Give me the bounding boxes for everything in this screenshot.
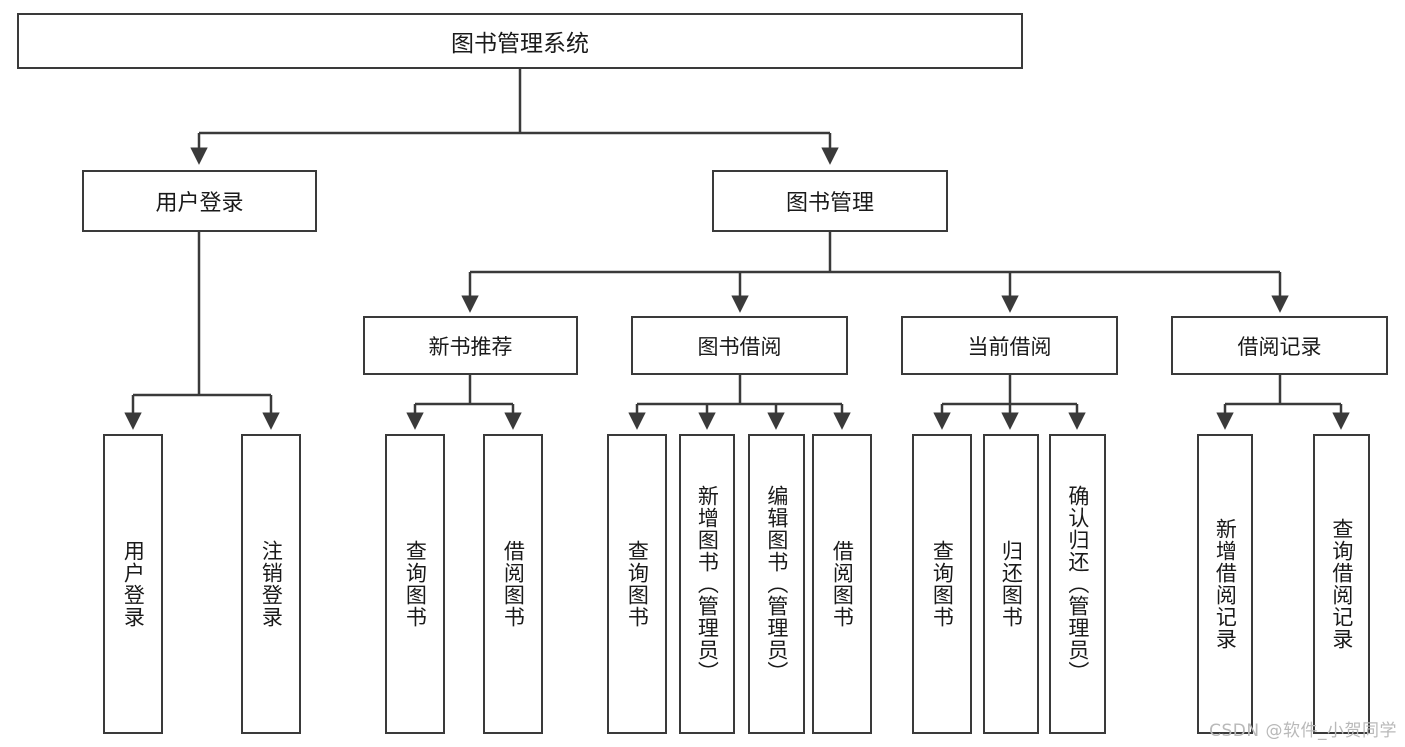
node-label: 用户登录 [121,540,146,628]
leaf-add-book-admin[interactable]: 新增图书（管理员） [679,434,735,734]
leaf-user-logout[interactable]: 注销登录 [241,434,301,734]
leaf-query-book-recommend[interactable]: 查询图书 [385,434,445,734]
leaf-query-borrow-record[interactable]: 查询借阅记录 [1313,434,1370,734]
leaf-borrow-book-recommend[interactable]: 借阅图书 [483,434,543,734]
node-label: 借阅图书 [830,540,855,628]
node-label: 确认归还（管理员） [1065,485,1090,683]
node-label: 图书借阅 [697,334,782,359]
leaf-user-login[interactable]: 用户登录 [103,434,163,734]
node-label: 新增图书（管理员） [695,485,720,683]
leaf-query-book-borrow[interactable]: 查询图书 [607,434,667,734]
node-root-system[interactable]: 图书管理系统 [17,13,1023,69]
node-label: 查询图书 [403,540,428,628]
node-new-book-recommend[interactable]: 新书推荐 [363,316,578,375]
node-label: 查询借阅记录 [1329,518,1354,650]
leaf-return-book[interactable]: 归还图书 [983,434,1039,734]
node-label: 当前借阅 [967,334,1052,359]
leaf-edit-book-admin[interactable]: 编辑图书（管理员） [748,434,805,734]
node-label: 图书管理 [785,191,874,216]
node-label: 注销登录 [259,540,284,628]
node-label: 查询图书 [930,540,955,628]
leaf-borrow-book[interactable]: 借阅图书 [812,434,872,734]
node-label: 新增借阅记录 [1213,518,1238,650]
node-user-login[interactable]: 用户登录 [82,170,317,232]
watermark-text: CSDN @软件_小贺同学 [1209,721,1397,741]
leaf-add-borrow-record[interactable]: 新增借阅记录 [1197,434,1253,734]
node-current-borrow[interactable]: 当前借阅 [901,316,1118,375]
node-label: 新书推荐 [428,334,513,359]
leaf-query-book-current[interactable]: 查询图书 [912,434,972,734]
node-book-borrow[interactable]: 图书借阅 [631,316,848,375]
node-book-management[interactable]: 图书管理 [712,170,948,232]
leaf-confirm-return-admin[interactable]: 确认归还（管理员） [1049,434,1106,734]
node-label: 借阅记录 [1237,334,1322,359]
node-label: 查询图书 [625,540,650,628]
node-label: 编辑图书（管理员） [764,485,789,683]
node-borrow-record[interactable]: 借阅记录 [1171,316,1388,375]
node-label: 借阅图书 [501,540,526,628]
node-label: 归还图书 [999,540,1024,628]
node-label: 图书管理系统 [451,31,589,57]
node-label: 用户登录 [155,191,244,216]
